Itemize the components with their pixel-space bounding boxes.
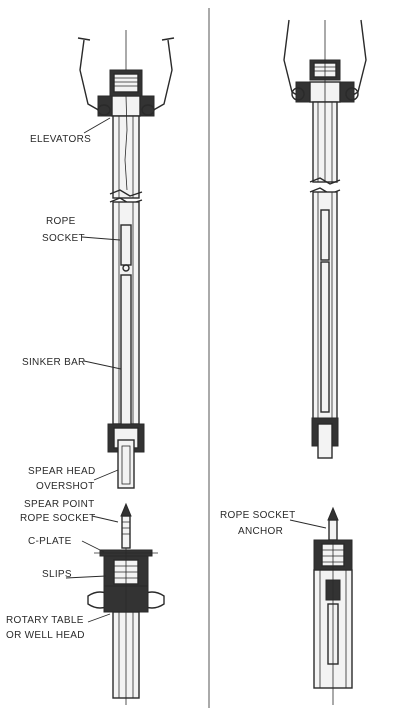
right-lower-assembly bbox=[313, 506, 353, 705]
label-spear-point-line2: ROPE SOCKET bbox=[20, 513, 96, 524]
label-spear-point-line1: SPEAR POINT bbox=[24, 499, 95, 510]
label-rotary-table-line1: ROTARY TABLE bbox=[6, 615, 84, 626]
label-anchor-line2: ANCHOR bbox=[238, 526, 283, 537]
anchor-leader bbox=[289, 519, 327, 529]
label-spear-head-line2: OVERSHOT bbox=[36, 481, 95, 492]
left-upper-assembly bbox=[77, 30, 175, 489]
label-sinker-bar: SINKER BAR bbox=[22, 357, 86, 368]
label-spear-head-line1: SPEAR HEAD bbox=[28, 466, 95, 477]
label-c-plate: C-PLATE bbox=[28, 536, 72, 547]
label-rotary-table-line2: OR WELL HEAD bbox=[6, 630, 85, 641]
left-lower-assembly bbox=[87, 502, 165, 705]
label-elevators: ELEVATORS bbox=[30, 134, 91, 145]
label-slips: SLIPS bbox=[42, 569, 72, 580]
label-rope-socket-line2: SOCKET bbox=[42, 233, 85, 244]
label-anchor-line1: ROPE SOCKET bbox=[220, 510, 296, 521]
left-leaders bbox=[65, 117, 122, 623]
right-upper-assembly bbox=[283, 19, 367, 459]
label-rope-socket-line1: ROPE bbox=[46, 216, 76, 227]
